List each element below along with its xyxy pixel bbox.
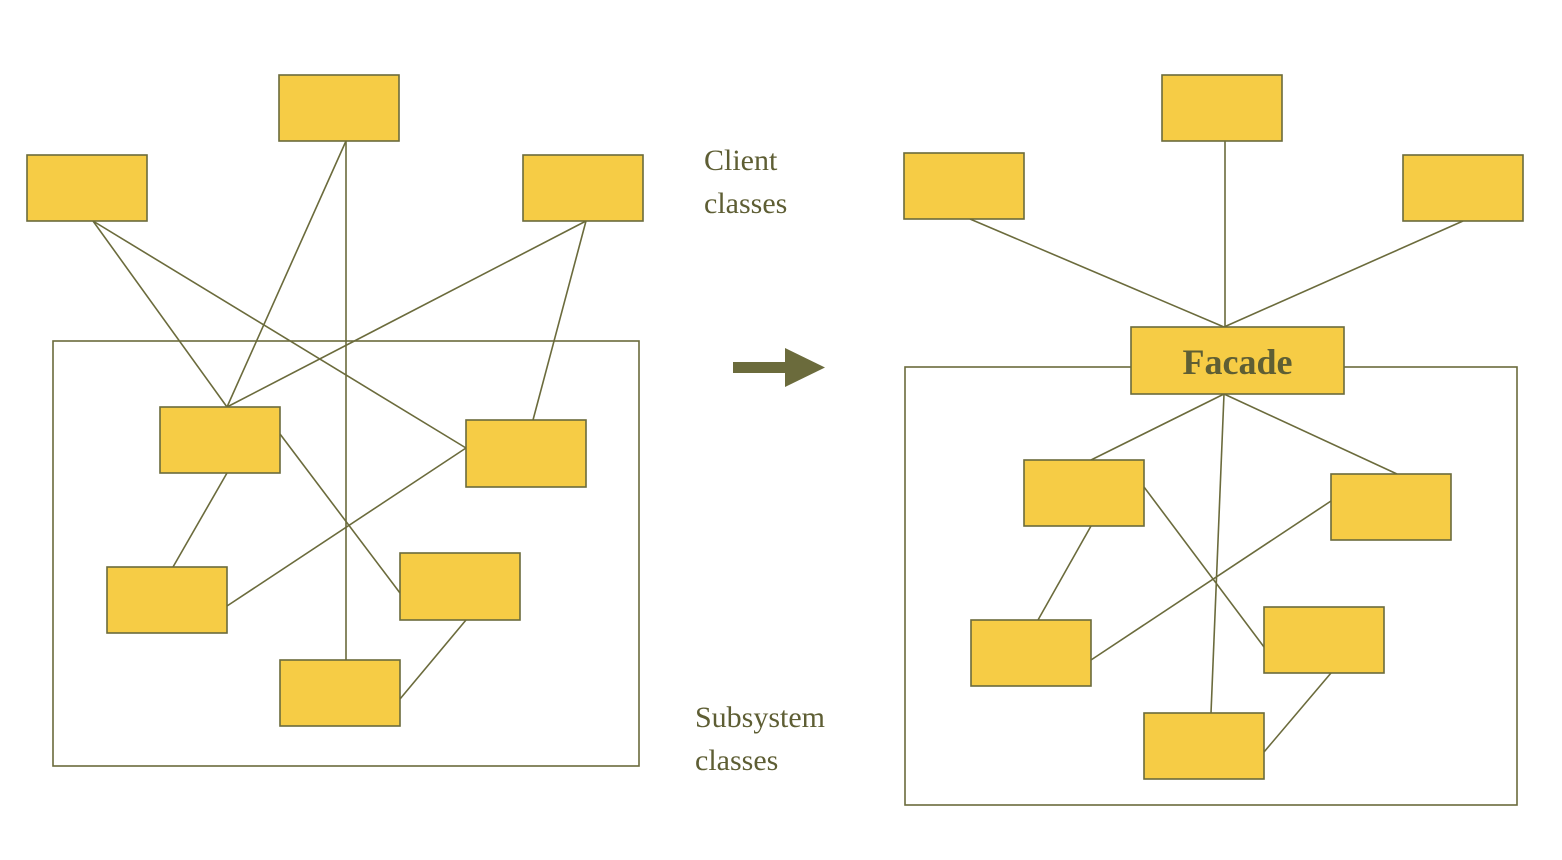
facade-label: Facade [1183,342,1293,382]
dependency-lines [92,140,587,700]
dependency-line [1223,393,1398,475]
dependency-line [92,220,467,449]
transform-arrow-icon [733,348,825,387]
subsystem-classes-label-line1: Subsystem [695,701,825,734]
subsystem-class-box [279,659,401,727]
dependency-line [226,140,347,408]
client-class-box [278,74,400,142]
dependency-line [1037,525,1092,621]
client-class-box [1402,154,1524,222]
subsystem-classes [970,459,1452,780]
dependency-line [92,220,228,408]
subsystem-class-box [465,419,587,488]
labels: Client classes Subsystem classes [695,144,825,777]
subsystem-classes [106,406,587,727]
dependency-line [172,472,228,568]
dependency-line [1090,500,1332,661]
client-class-box [522,154,644,222]
subsystem-class-box [1143,712,1265,780]
dependency-line [226,447,467,607]
subsystem-class-box [159,406,281,474]
dependency-line [1263,672,1332,753]
dependency-line [279,433,401,594]
dependency-line [969,218,1225,328]
dependency-lines [969,141,1464,753]
client-classes [26,74,644,222]
facade-box [1130,326,1345,395]
facade-class: Facade [1130,326,1345,395]
subsystem-class-box [1330,473,1452,541]
dependency-line [1223,220,1464,328]
subsystem-class-box [106,566,228,634]
client-classes-label-line2: classes [704,187,787,220]
after-facade-diagram: Facade [903,74,1524,806]
dependency-line [1210,393,1225,714]
dependency-line [399,619,467,700]
subsystem-class-box [1263,606,1385,674]
subsystem-class-box [1023,459,1145,527]
subsystem-class-box [970,619,1092,687]
dependency-line [226,220,587,408]
dependency-line [1143,486,1265,648]
client-class-box [1161,74,1283,142]
client-class-box [903,152,1025,220]
client-class-box [26,154,148,222]
dependency-line [532,220,587,421]
client-classes-label-line1: Client [704,144,778,177]
dependency-line [1090,393,1225,461]
subsystem-class-box [399,552,521,621]
subsystem-classes-label-line2: classes [695,744,778,777]
before-facade-diagram [26,74,644,767]
client-classes [903,74,1524,222]
